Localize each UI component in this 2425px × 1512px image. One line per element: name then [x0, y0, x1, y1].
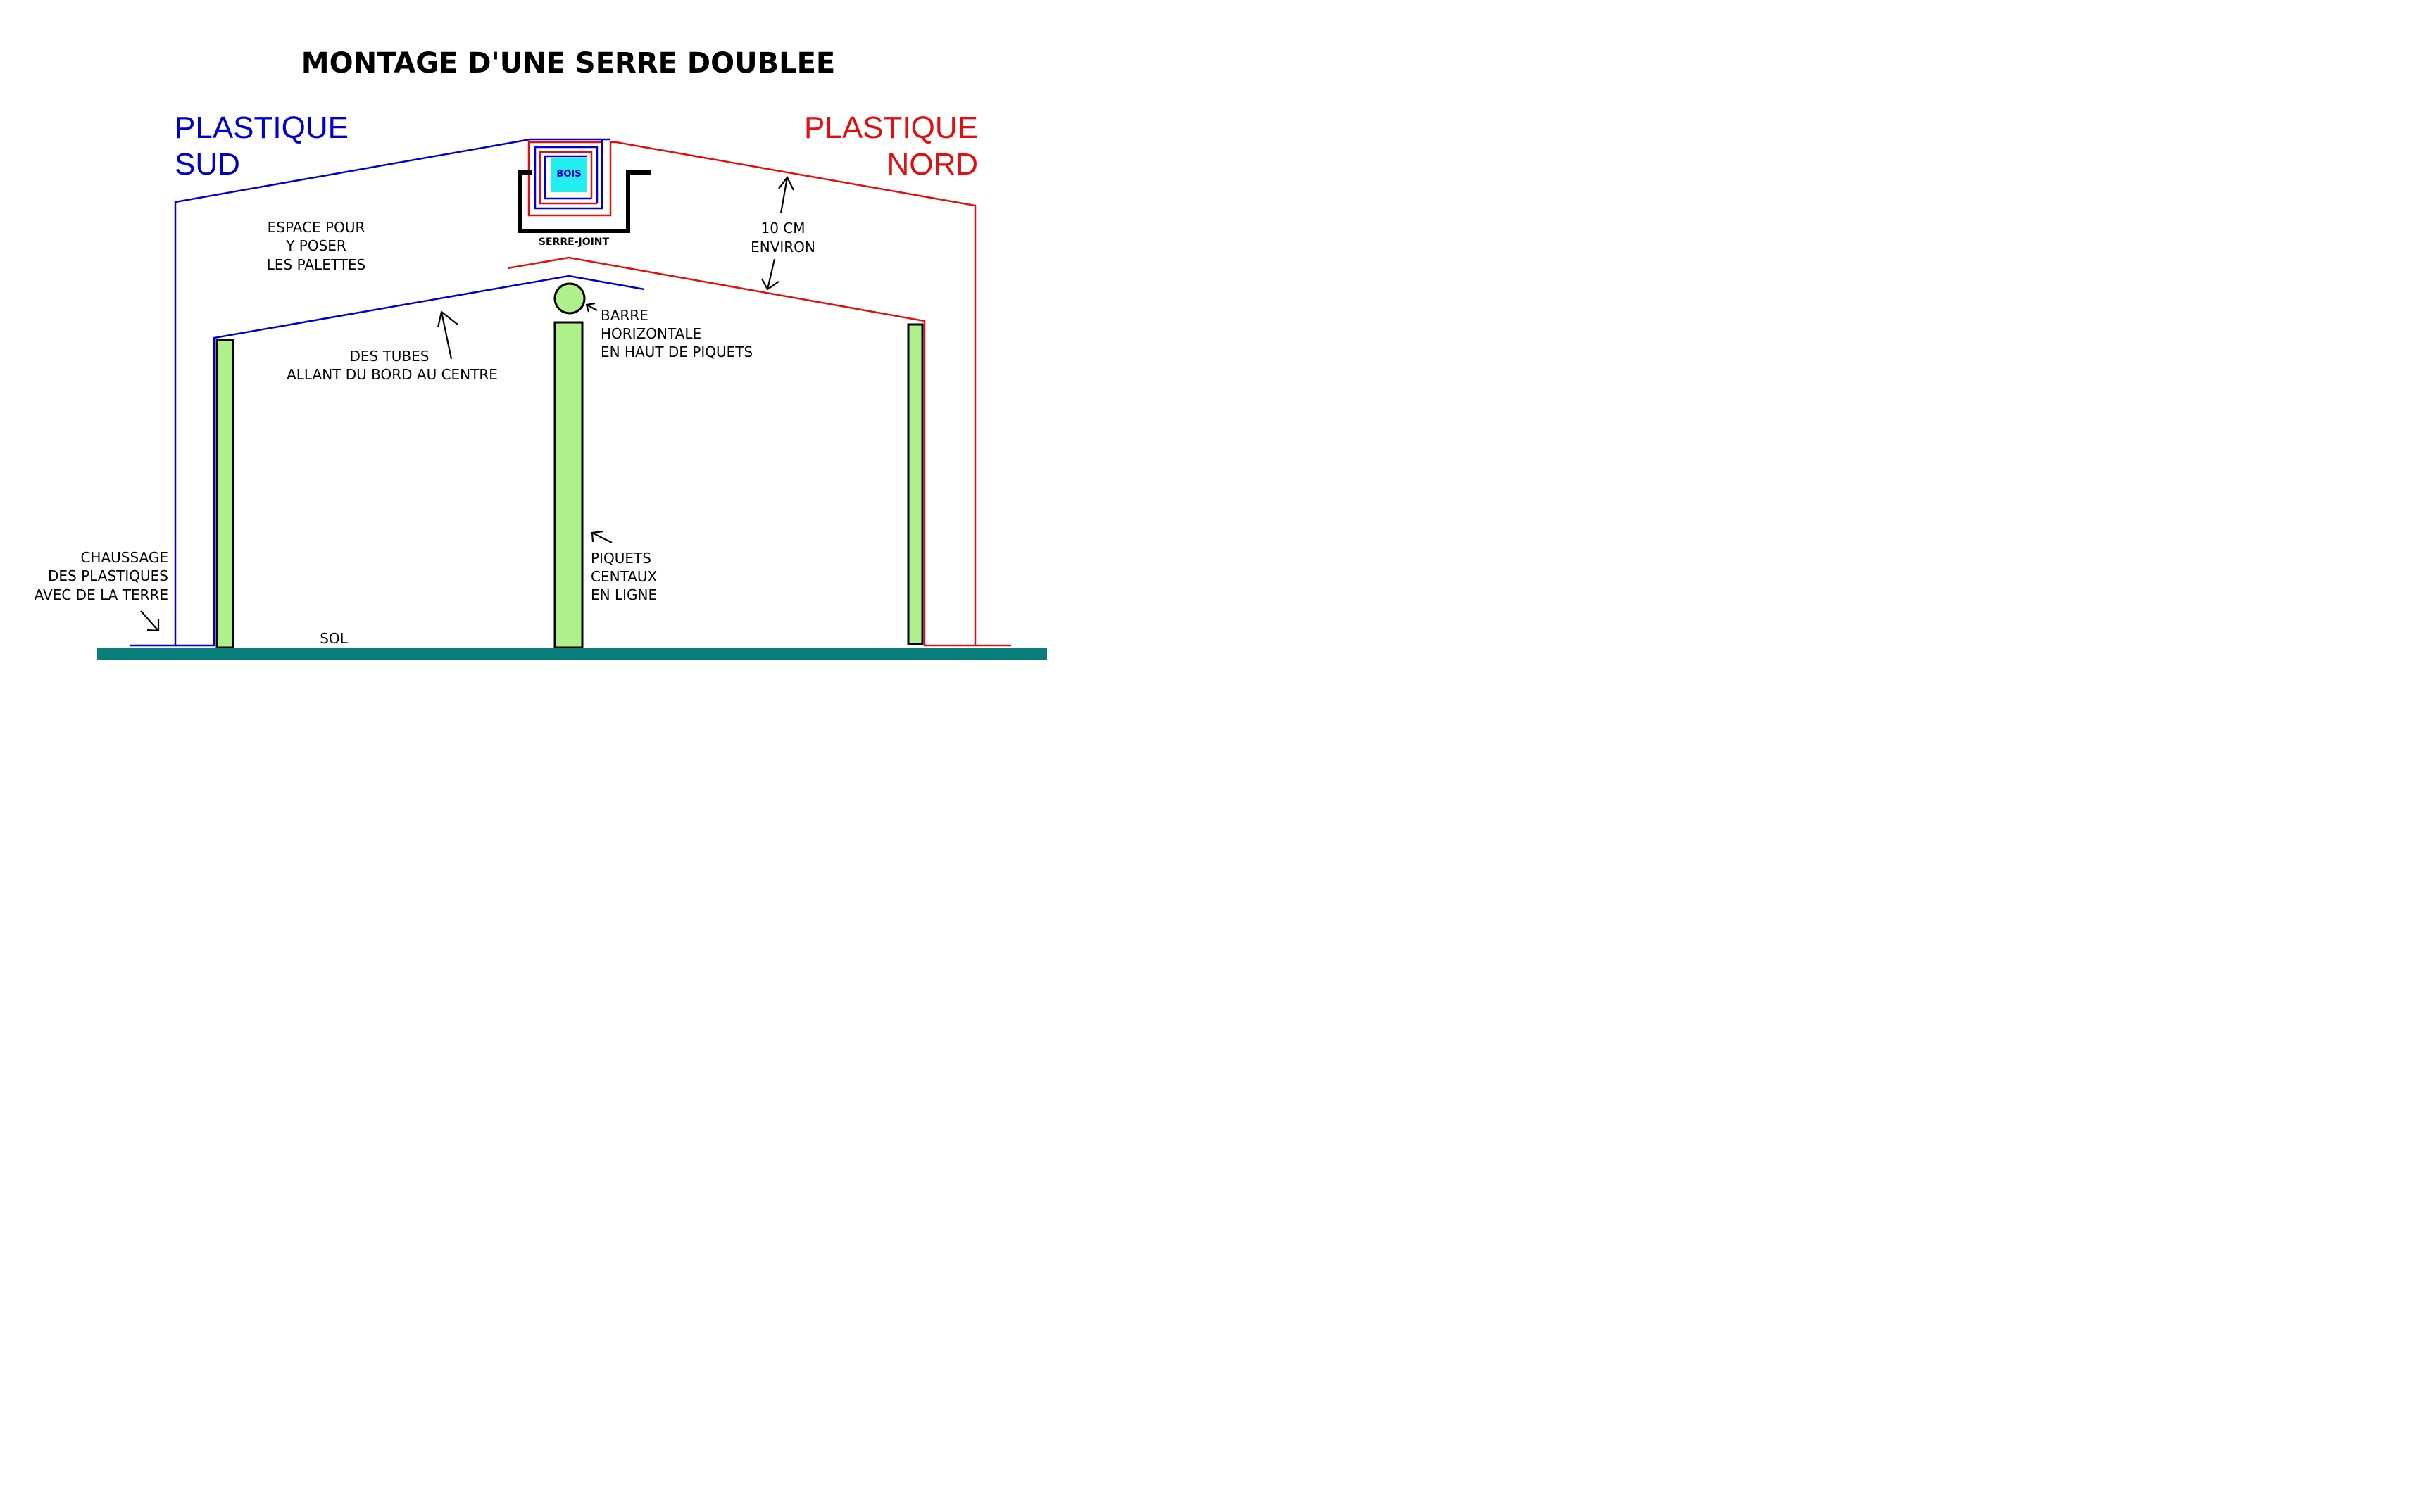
horizontal-bar [553, 282, 586, 315]
espace-line-1: ESPACE POUR [268, 219, 365, 236]
espace-line-2: Y POSER [285, 237, 346, 254]
piquets-line-2: CENTAUX [591, 568, 658, 585]
tubes-line-1: DES TUBES [350, 348, 430, 365]
piquets-line-3: EN LIGNE [591, 586, 657, 603]
label-plastique-sud-2: SUD [175, 147, 240, 182]
chaussage-line-3: AVEC DE LA TERRE [35, 586, 168, 603]
label-plastique-nord-2: NORD [886, 147, 978, 182]
label-espace: ESPACE POUR Y POSER LES PALETTES [267, 219, 366, 273]
clamp-label: SERRE-JOINT [539, 237, 610, 248]
diagram-canvas: MONTAGE D'UNE SERRE DOUBLEE BOIS SERRE-J… [0, 0, 1091, 682]
espace-line-3: LES PALETTES [267, 256, 366, 273]
wrap-red-outer [527, 141, 616, 217]
arrow-chaussage [140, 610, 160, 632]
label-plastique-sud-1: PLASTIQUE [175, 111, 349, 145]
ridge-assembly: BOIS SERRE-JOINT [518, 139, 651, 248]
ground [97, 648, 1047, 660]
arrow-distance-up [778, 175, 794, 214]
arrow-piquets [591, 530, 613, 543]
inner-plastic-north [507, 256, 975, 647]
diagram-title: MONTAGE D'UNE SERRE DOUBLEE [301, 47, 835, 80]
barre-line-1: BARRE [601, 307, 648, 324]
label-tubes: DES TUBES ALLANT DU BORD AU CENTRE [287, 348, 498, 383]
wrap-blue-outer [534, 139, 603, 210]
arrow-barre [585, 302, 598, 313]
chaussage-line-2: DES PLASTIQUES [48, 567, 168, 584]
label-distance: 10 CM ENVIRON [751, 220, 815, 256]
arrow-distance-down [761, 258, 779, 291]
barre-line-2: HORIZONTALE [601, 325, 701, 342]
wrap-blue-inner [544, 155, 591, 200]
post-center [553, 321, 584, 649]
label-plastique-nord-1: PLASTIQUE [804, 111, 978, 145]
wrap-red-inner [539, 151, 597, 205]
outer-plastic-north [615, 141, 1011, 647]
distance-line-1: 10 CM [760, 220, 805, 237]
wood-block [551, 158, 587, 192]
chaussage-line-1: CHAUSSAGE [80, 549, 168, 566]
inner-plastic-south [175, 275, 645, 647]
greenhouse-diagram: MONTAGE D'UNE SERRE DOUBLEE BOIS SERRE-J… [35, 47, 1047, 660]
label-piquets: PIQUETS CENTAUX EN LIGNE [591, 550, 658, 603]
label-sol: SOL [320, 630, 348, 647]
label-barre: BARRE HORIZONTALE EN HAUT DE PIQUETS [601, 307, 753, 360]
arrow-tubes [437, 310, 458, 360]
wood-label: BOIS [556, 169, 581, 179]
post-left [215, 339, 234, 649]
tubes-line-2: ALLANT DU BORD AU CENTRE [287, 366, 498, 383]
outer-plastic-south [130, 138, 610, 647]
clamp [518, 170, 651, 233]
label-chaussage: CHAUSSAGE DES PLASTIQUES AVEC DE LA TERR… [35, 549, 168, 603]
piquets-line-1: PIQUETS [591, 550, 651, 567]
post-right [907, 323, 924, 645]
distance-line-2: ENVIRON [751, 239, 815, 256]
barre-line-3: EN HAUT DE PIQUETS [601, 344, 753, 360]
